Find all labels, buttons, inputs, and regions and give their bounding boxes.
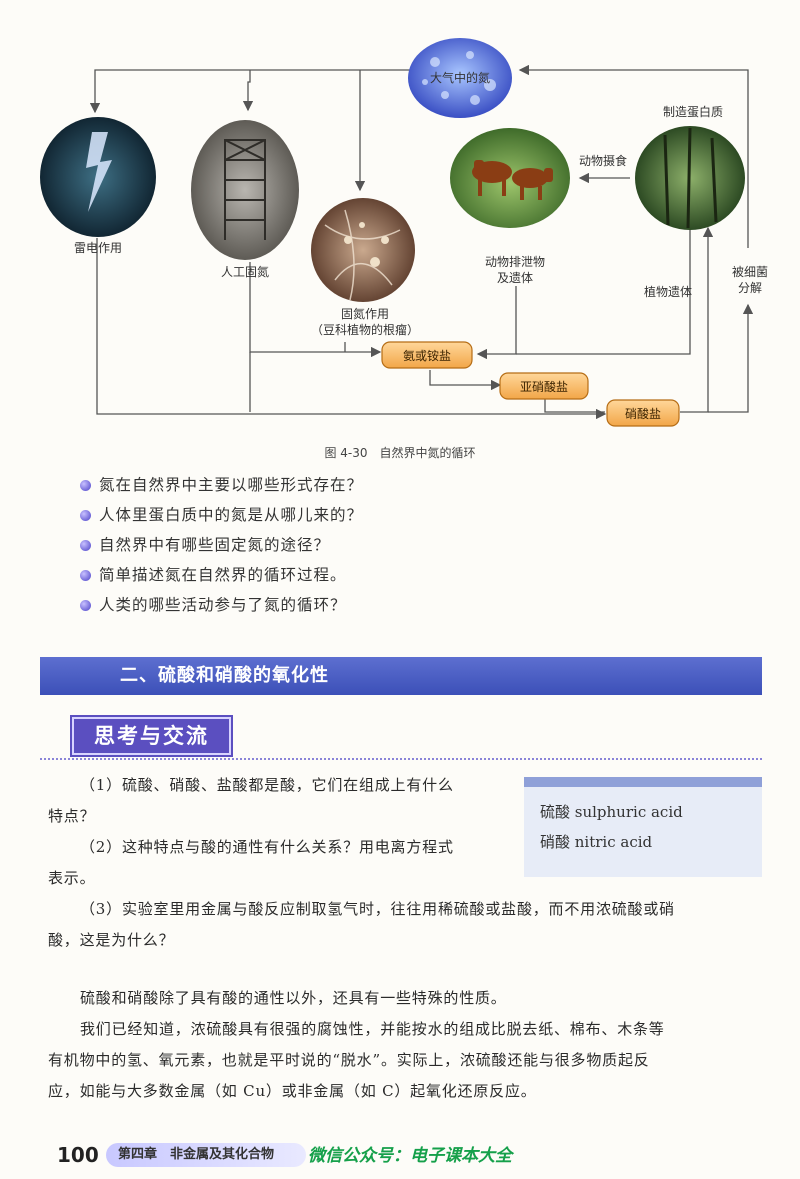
animal-waste-label-2: 及遗体 xyxy=(497,271,533,285)
animal-eat-label: 动物摄食 xyxy=(579,153,627,168)
atmosphere-label: 大气中的氮 xyxy=(430,70,490,85)
ammonia-box-label: 氨或铵盐 xyxy=(403,348,451,363)
think-discuss-tag: 思考与交流 xyxy=(72,717,231,755)
nitrate-box-label: 硝酸盐 xyxy=(625,406,661,421)
discussion-q3-line1: （3）实验室里用金属与酸反应制取氢气时，往往用稀硫酸或盐酸，而不用浓硫酸或硝 xyxy=(80,900,675,918)
body-paragraph-1: 硫酸和硝酸除了具有酸的通性以外，还具有一些特殊的性质。 xyxy=(80,989,507,1007)
vocab-sulphuric-acid: 硫酸 sulphuric acid xyxy=(540,803,683,821)
question-item: 人类的哪些活动参与了氮的循环？ xyxy=(80,590,363,620)
root-nodule-photo xyxy=(311,198,415,302)
body-paragraph-2-line3: 应，如能与大多数金属（如 Cu）或非金属（如 C）起氧化还原反应。 xyxy=(48,1082,537,1100)
dotted-divider xyxy=(40,758,762,760)
fixation-label-1: 固氮作用 xyxy=(341,306,389,321)
bullet-icon xyxy=(80,600,91,611)
question-item: 氮在自然界中主要以哪些形式存在？ xyxy=(80,470,363,500)
chapter-label: 第四章 非金属及其化合物 xyxy=(106,1143,306,1167)
nitrite-box-label: 亚硝酸盐 xyxy=(520,379,568,394)
lightning-label: 雷电作用 xyxy=(74,241,122,255)
discussion-q1-line2: 特点？ xyxy=(48,807,96,825)
bacteria-label-2: 分解 xyxy=(738,281,762,295)
question-item: 简单描述氮在自然界的循环过程。 xyxy=(80,560,363,590)
bullet-icon xyxy=(80,570,91,581)
discussion-q1-line1: （1）硫酸、硝酸、盐酸都是酸，它们在组成上有什么 xyxy=(80,776,454,794)
animal-waste-label-1: 动物排泄物 xyxy=(485,255,545,269)
nitrite-box xyxy=(499,372,589,400)
plant-remains-label: 植物遗体 xyxy=(644,284,692,299)
watermark-text: 微信公众号：电子课本大全 xyxy=(308,1146,512,1166)
bullet-icon xyxy=(80,480,91,491)
discussion-q3-line2: 酸，这是为什么？ xyxy=(48,931,175,949)
question-item: 自然界中有哪些固定氮的途径？ xyxy=(80,530,363,560)
cattle-photo xyxy=(450,128,570,228)
discussion-q2-line1: （2）这种特点与酸的通性有什么关系？用电离方程式 xyxy=(80,838,454,856)
bacteria-label-1: 被细菌 xyxy=(732,265,768,279)
bullet-icon xyxy=(80,540,91,551)
page-number: 100 xyxy=(57,1143,99,1167)
question-item: 人体里蛋白质中的氮是从哪儿来的？ xyxy=(80,500,363,530)
figure-caption: 图 4-30 自然界中氮的循环 xyxy=(324,446,476,460)
discussion-q2-line2: 表示。 xyxy=(48,869,96,887)
fixation-label-2: （豆科植物的根瘤） xyxy=(311,322,419,337)
artificial-fixation-label: 人工固氮 xyxy=(221,264,269,279)
nitrogen-cycle-diagram: 大气中的氮 雷电作用 人工固氮 固氮作用 （豆科植物的根瘤） 动物排泄物 及遗体… xyxy=(40,38,768,427)
nitrate-box xyxy=(606,399,680,427)
protein-label: 制造蛋白质 xyxy=(663,104,723,119)
body-paragraph-2-line1: 我们已经知道，浓硫酸具有很强的腐蚀性，并能按水的组成比脱去纸、棉布、木条等 xyxy=(80,1020,665,1038)
ammonia-box xyxy=(381,341,473,369)
section-header: 二、硫酸和硝酸的氧化性 xyxy=(40,657,762,695)
section-title: 二、硫酸和硝酸的氧化性 xyxy=(120,665,329,686)
body-paragraph-2-line2: 有机物中的氢、氧元素，也就是平时说的“脱水”。实际上，浓硫酸还能与很多物质起反 xyxy=(48,1051,650,1069)
vocab-nitric-acid: 硝酸 nitric acid xyxy=(540,833,653,851)
bullet-icon xyxy=(80,510,91,521)
question-list: 氮在自然界中主要以哪些形式存在？ 人体里蛋白质中的氮是从哪儿来的？ 自然界中有哪… xyxy=(80,470,363,620)
vocabulary-box: 硫酸 sulphuric acid 硝酸 nitric acid xyxy=(524,777,762,877)
artificial-fixation-photo xyxy=(191,120,299,260)
